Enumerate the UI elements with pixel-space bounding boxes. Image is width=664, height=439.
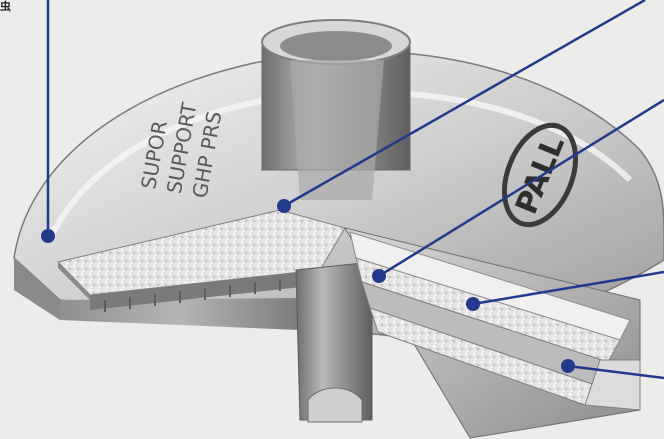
outlet-stem: [296, 262, 372, 422]
callout-prefilter-dot: [372, 269, 386, 283]
callout-outlet-layer-dot: [561, 359, 575, 373]
callout-housing-dot: [41, 229, 55, 243]
callout-inner-membrane-dot: [277, 199, 291, 213]
callout-filter-layer-dot: [466, 297, 480, 311]
